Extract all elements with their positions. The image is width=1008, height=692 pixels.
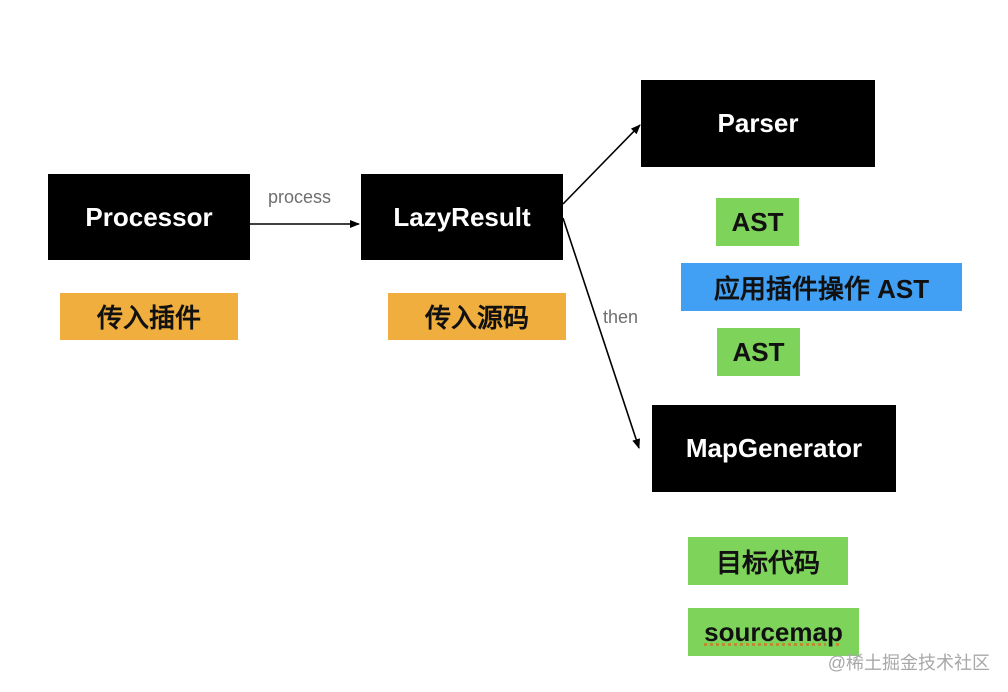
node-mapgenerator-label: MapGenerator xyxy=(685,433,863,463)
tag-target-code-label: 目标代码 xyxy=(715,547,820,578)
tag-target-code: 目标代码 xyxy=(688,537,848,585)
tag-sourcemap-label: sourcemap xyxy=(704,616,843,647)
node-mapgenerator[interactable]: MapGenerator xyxy=(652,405,896,492)
tag-pass-plugins: 传入插件 xyxy=(60,293,238,340)
tag-apply-plugins: 应用插件操作 AST xyxy=(681,263,962,311)
edge-label-process: process xyxy=(268,187,332,207)
node-lazyresult[interactable]: LazyResult xyxy=(361,174,563,260)
node-processor-label: Processor xyxy=(85,201,213,232)
tag-ast-output-label: AST xyxy=(732,336,785,367)
tag-ast-input-label: AST xyxy=(731,206,784,237)
tag-pass-plugins-label: 传入插件 xyxy=(96,303,201,333)
tag-sourcemap: sourcemap xyxy=(688,608,859,656)
tag-pass-source: 传入源码 xyxy=(388,293,566,340)
watermark: @稀土掘金技术社区 xyxy=(827,653,990,673)
tag-ast-output: AST xyxy=(717,328,800,376)
node-parser[interactable]: Parser xyxy=(641,80,875,167)
node-processor[interactable]: Processor xyxy=(48,174,250,260)
edge-label-then: then xyxy=(603,307,639,327)
node-lazyresult-label: LazyResult xyxy=(393,201,531,232)
tag-apply-plugins-label: 应用插件操作 AST xyxy=(713,273,930,304)
tag-ast-input: AST xyxy=(716,198,799,246)
edge-lazyresult-to-mapgenerator xyxy=(562,217,640,449)
tag-pass-source-label: 传入源码 xyxy=(424,303,529,333)
edge-lazyresult-to-parser xyxy=(562,124,641,205)
node-parser-label: Parser xyxy=(717,108,799,138)
